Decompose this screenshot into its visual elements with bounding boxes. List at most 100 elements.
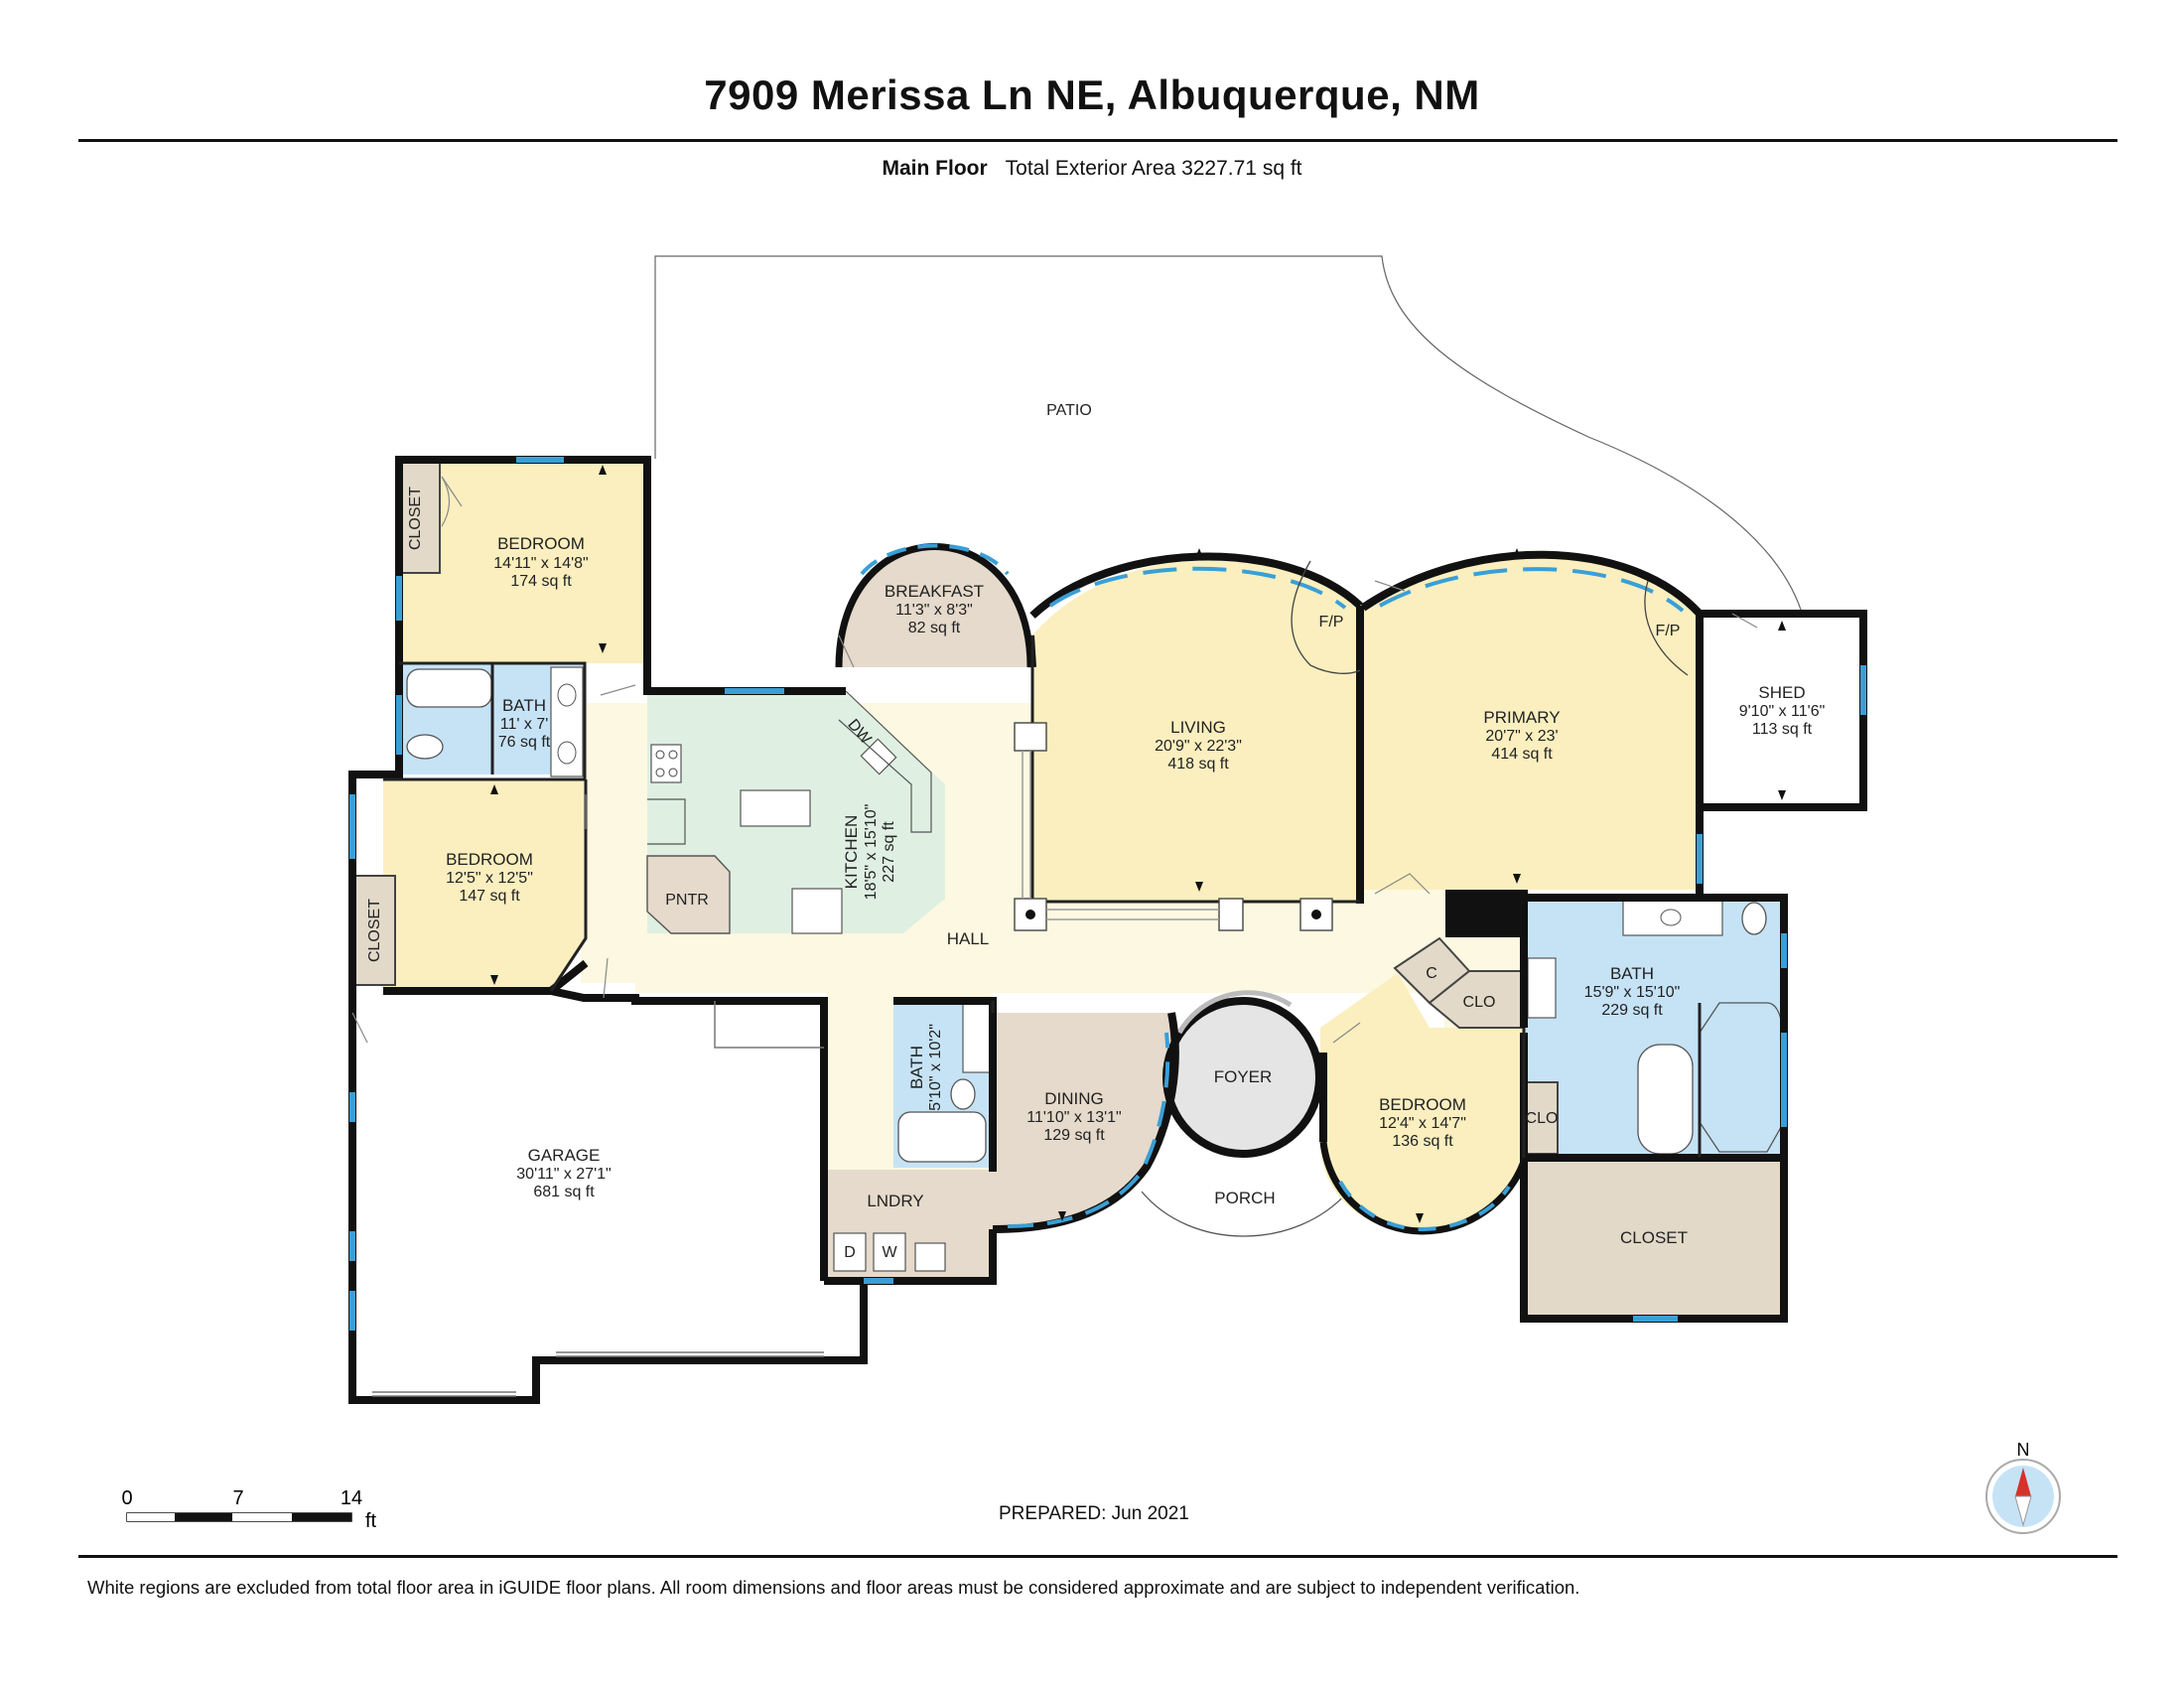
breakfast-window-arc bbox=[860, 543, 1010, 576]
shower-primary bbox=[1699, 1002, 1785, 1153]
breakfast-floor bbox=[839, 546, 1030, 667]
foyer-label: FOYER bbox=[1214, 1067, 1273, 1086]
windows bbox=[349, 457, 1866, 1331]
bedroom-w-name: BEDROOM bbox=[446, 850, 533, 869]
breakfast-name: BREAKFAST bbox=[885, 582, 984, 601]
floor-subtitle: Main Floor Total Exterior Area 3227.71 sq… bbox=[0, 157, 2184, 181]
living-room bbox=[1032, 558, 1360, 902]
bath-w-dims: 11' x 7' bbox=[500, 716, 549, 733]
foyer-arc-light bbox=[1176, 990, 1293, 1035]
bedroom-w bbox=[383, 779, 586, 991]
dimension-markers bbox=[490, 465, 1786, 1223]
fireplace-primary-label: F/P bbox=[1656, 623, 1681, 639]
laundry-sink bbox=[914, 1242, 946, 1272]
kitchen-counter bbox=[647, 798, 686, 845]
kitchen-area: 227 sq ft bbox=[881, 821, 897, 883]
bath-hall-dims: 5'10" x 10'2" bbox=[927, 1024, 944, 1111]
bath-w-name: BATH bbox=[502, 696, 546, 715]
bedroom-nw-dims: 14'11" x 14'8" bbox=[493, 555, 588, 572]
kitchen-counter-diag bbox=[838, 690, 932, 833]
bedroom-e-arc bbox=[1319, 1141, 1528, 1235]
toilet-w bbox=[406, 734, 444, 760]
garage-name: GARAGE bbox=[528, 1146, 601, 1165]
breakfast-area: 82 sq ft bbox=[908, 620, 961, 636]
kitchen-dims: 18'5" x 15'10" bbox=[863, 804, 880, 901]
scale-tick-14: 14 bbox=[341, 1487, 362, 1509]
bath-primary-name: BATH bbox=[1610, 964, 1654, 983]
washer-label: W bbox=[882, 1244, 897, 1261]
primary-name: PRIMARY bbox=[1483, 708, 1560, 727]
kitchen-island bbox=[740, 789, 811, 827]
prepared-date: PREPARED: Jun 2021 bbox=[999, 1503, 1189, 1524]
living-window-arc bbox=[1048, 566, 1347, 610]
dining-room bbox=[993, 1013, 1175, 1229]
fireplace-living bbox=[1291, 560, 1361, 674]
washer bbox=[873, 1232, 906, 1272]
shed-room bbox=[1700, 614, 1863, 807]
garage-floor bbox=[352, 991, 864, 1400]
bedroom-e bbox=[1320, 973, 1524, 1231]
breakfast-dims: 11'3" x 8'3" bbox=[895, 602, 973, 619]
garage-dims: 30'11" x 27'1" bbox=[516, 1166, 611, 1183]
porch-label: PORCH bbox=[1214, 1189, 1275, 1207]
dryer bbox=[833, 1232, 867, 1272]
compass: N bbox=[1985, 1440, 2061, 1534]
garage-doors bbox=[372, 1001, 824, 1397]
shed-name: SHED bbox=[1758, 683, 1805, 702]
living-half-wall bbox=[1014, 722, 1333, 931]
closet-w-label: CLOSET bbox=[366, 899, 383, 962]
pantry-room bbox=[646, 855, 731, 934]
living-dims: 20'9" x 22'3" bbox=[1155, 738, 1242, 755]
living-area: 418 sq ft bbox=[1167, 756, 1229, 773]
bathtub-w bbox=[406, 668, 492, 708]
shed-area: 113 sq ft bbox=[1752, 721, 1813, 738]
compass-north-label: N bbox=[2017, 1440, 2030, 1460]
vanity-hall bbox=[962, 1002, 992, 1073]
primary-area: 414 sq ft bbox=[1491, 746, 1553, 763]
disclaimer: White regions are excluded from total fl… bbox=[87, 1577, 1580, 1598]
bath-primary-area: 229 sq ft bbox=[1601, 1002, 1663, 1019]
dining-window-arc bbox=[1007, 1032, 1170, 1228]
header-rule bbox=[78, 139, 2117, 142]
dryer-label: D bbox=[844, 1244, 856, 1261]
laundry-label: LNDRY bbox=[867, 1192, 923, 1210]
door-swings bbox=[351, 476, 1758, 1044]
bedroom-w-dims: 12'5" x 12'5" bbox=[446, 870, 533, 887]
dining-name: DINING bbox=[1044, 1089, 1104, 1108]
primary-dims: 20'7" x 23' bbox=[1485, 728, 1558, 745]
compass-arrow-icon bbox=[2015, 1468, 2031, 1496]
shed-dims: 9'10" x 11'6" bbox=[1739, 703, 1826, 720]
closet-nw-label: CLOSET bbox=[407, 487, 424, 550]
bedroom-w-area: 147 sq ft bbox=[459, 888, 520, 905]
scale-bar: 0 7 14 ft bbox=[121, 1487, 376, 1532]
bedroom-e-name: BEDROOM bbox=[1379, 1095, 1466, 1114]
patio-label: PATIO bbox=[1046, 402, 1092, 419]
scale-unit: ft bbox=[365, 1510, 377, 1532]
closet-primary bbox=[1524, 1158, 1784, 1319]
vanity-primary-side bbox=[1527, 957, 1557, 1019]
porch-outline bbox=[1141, 1191, 1349, 1237]
garage-area: 681 sq ft bbox=[533, 1184, 595, 1200]
closet-primary-label: CLOSET bbox=[1620, 1228, 1688, 1247]
page-title: 7909 Merissa Ln NE, Albuquerque, NM bbox=[704, 71, 1480, 118]
cooktop bbox=[650, 744, 682, 783]
scale-tick-0: 0 bbox=[121, 1487, 132, 1509]
footer-rule bbox=[78, 1555, 2117, 1558]
closet-c-label: C bbox=[1426, 965, 1437, 982]
bedroom-nw-name: BEDROOM bbox=[497, 534, 585, 553]
primary-window-arc bbox=[1379, 567, 1685, 613]
dining-dims: 11'10" x 13'1" bbox=[1026, 1109, 1121, 1126]
vanity-primary bbox=[1622, 899, 1723, 936]
bedroom-nw-area: 174 sq ft bbox=[510, 573, 572, 590]
dining-area: 129 sq ft bbox=[1043, 1127, 1105, 1144]
toilet-primary bbox=[1741, 902, 1767, 935]
floor-name: Main Floor bbox=[882, 157, 988, 180]
bedroom-e-area: 136 sq ft bbox=[1392, 1133, 1453, 1150]
vanity-w bbox=[550, 666, 584, 777]
bedroom-e-dims: 12'4" x 14'7" bbox=[1379, 1115, 1466, 1132]
hall-label: HALL bbox=[947, 929, 990, 948]
bath-hall-name: BATH bbox=[907, 1046, 926, 1089]
total-exterior-area: Total Exterior Area 3227.71 sq ft bbox=[1005, 157, 1302, 180]
fireplace-living-label: F/P bbox=[1319, 614, 1344, 631]
